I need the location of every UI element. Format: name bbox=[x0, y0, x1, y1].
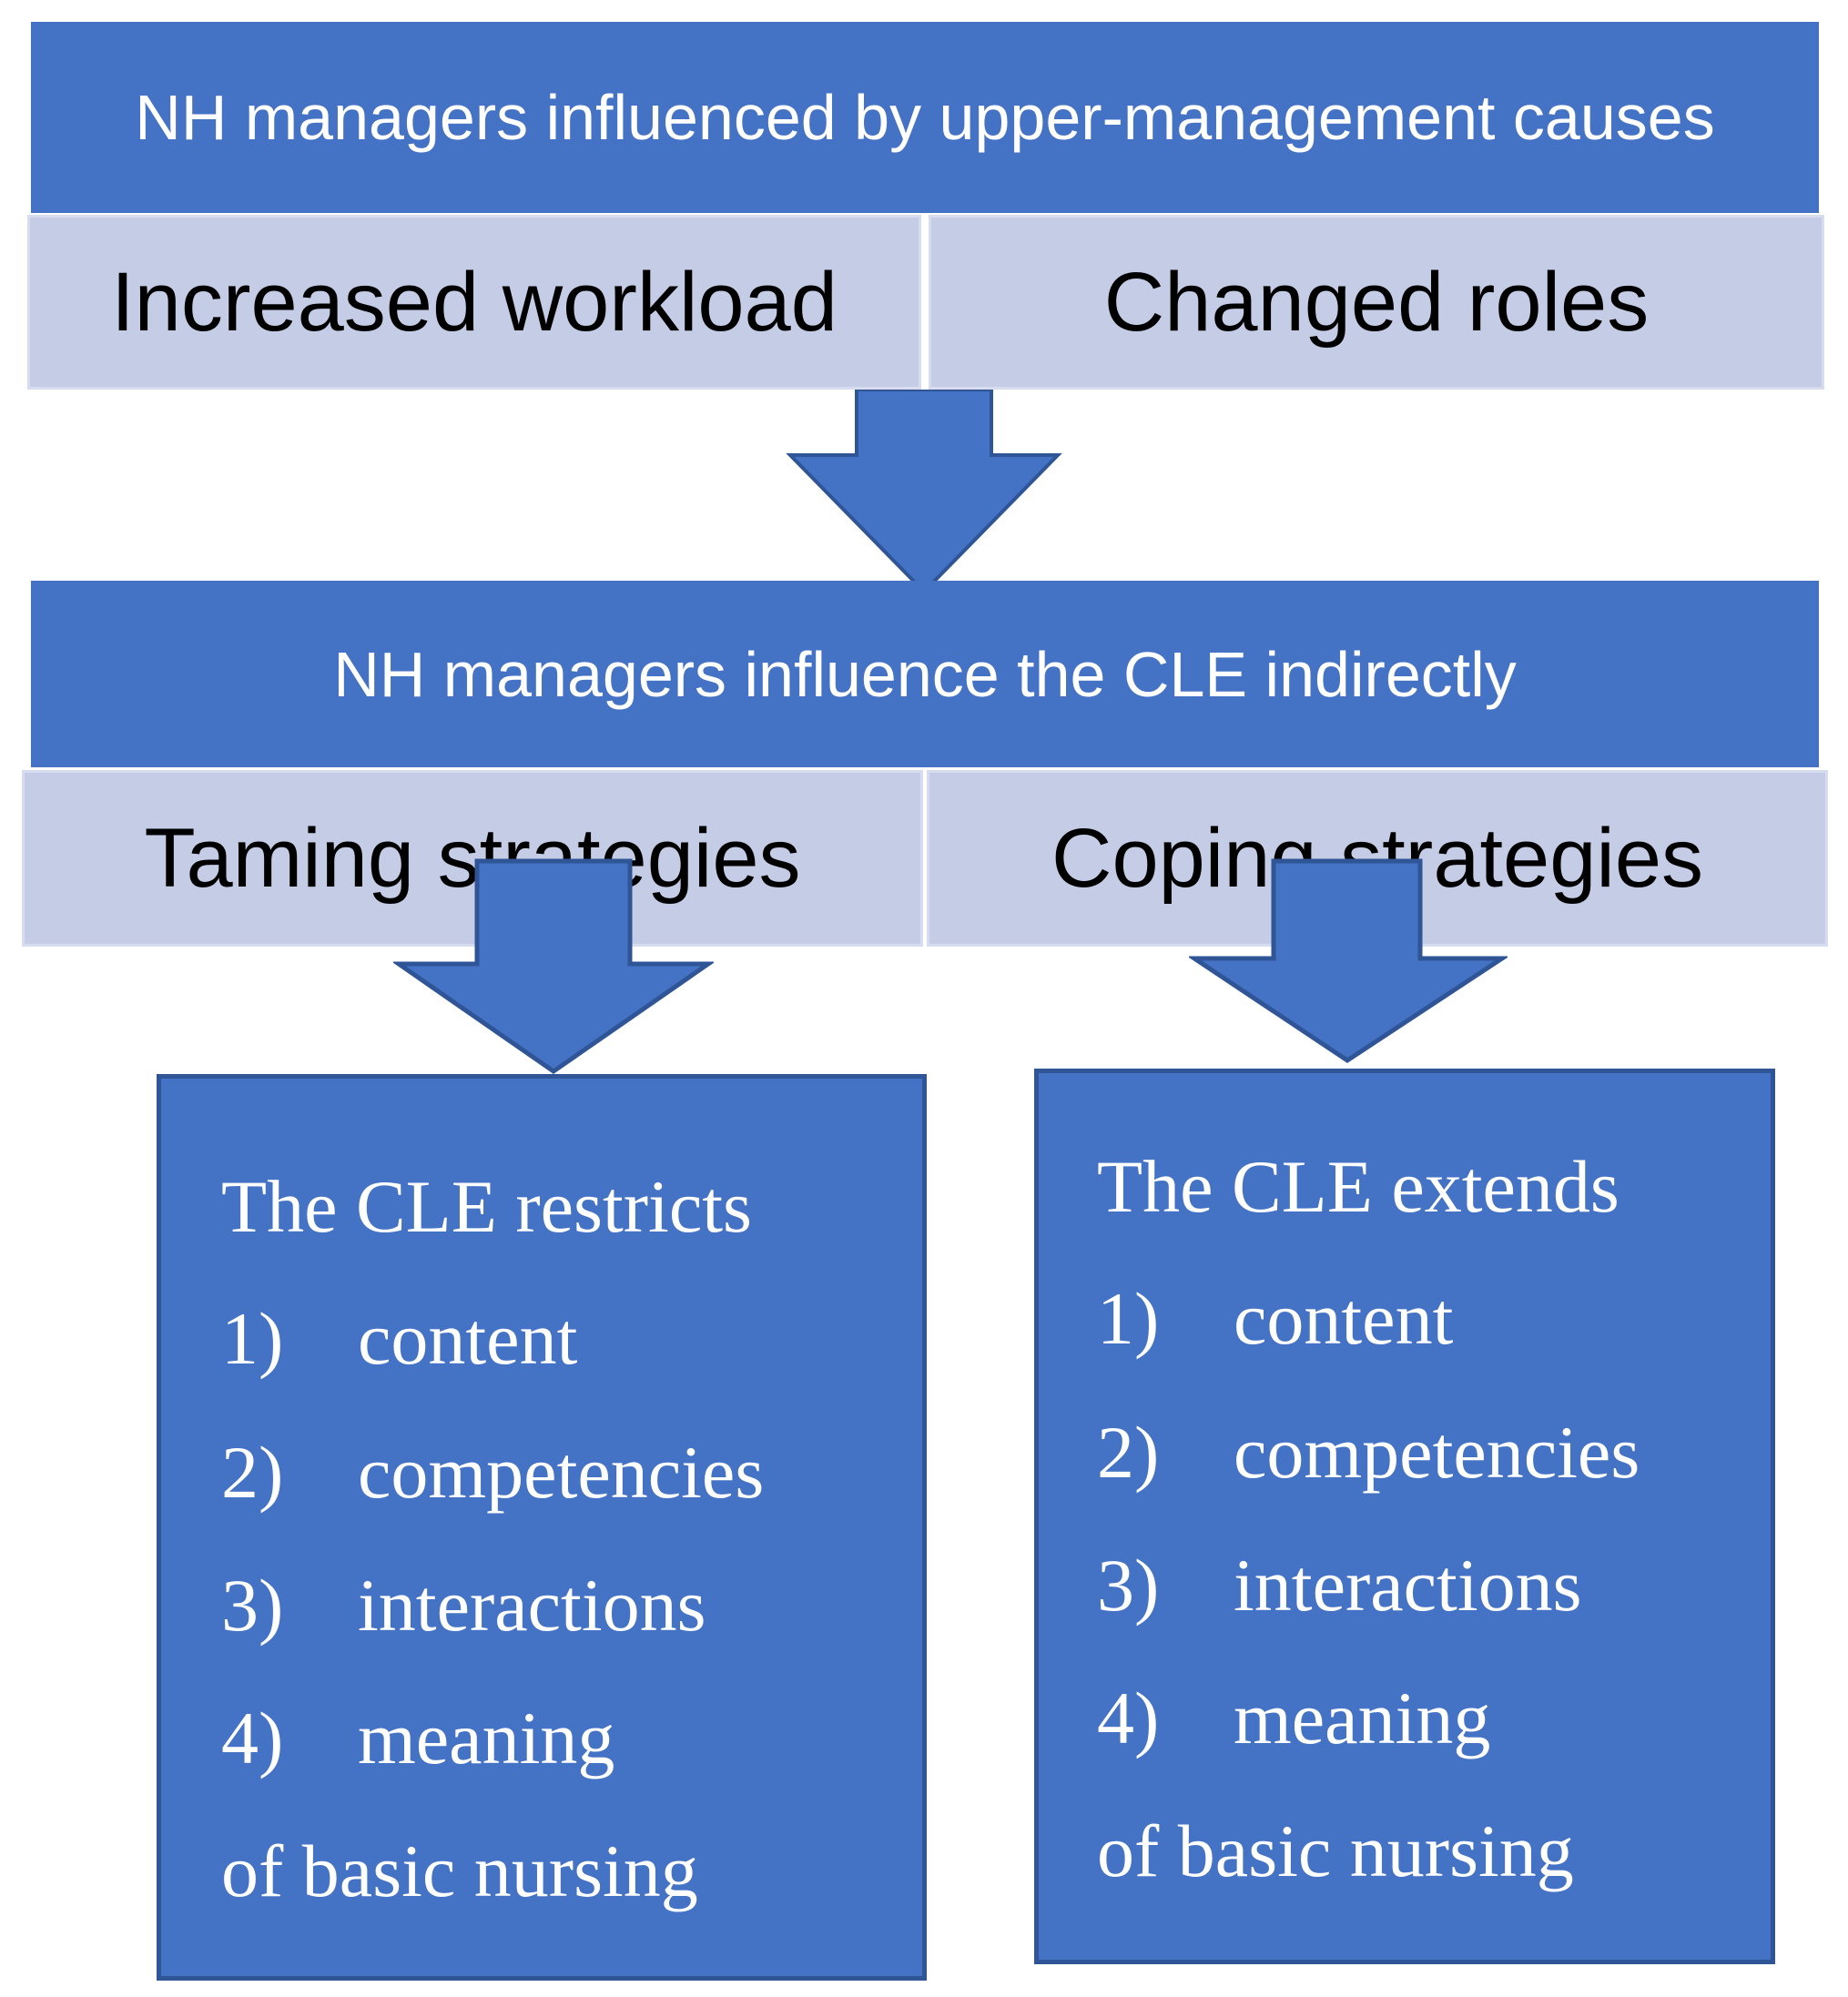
left-result-heading: The CLE restricts bbox=[221, 1165, 752, 1248]
item-text: interactions bbox=[358, 1564, 706, 1647]
left-result-box: The CLE restricts 1) content 2) competen… bbox=[157, 1074, 927, 1981]
item-number: 1) bbox=[221, 1297, 284, 1380]
right-result-footer: of basic nursing bbox=[1097, 1809, 1574, 1892]
item-number: 1) bbox=[1097, 1277, 1160, 1360]
middle-header: NH managers influence the CLE indirectly bbox=[31, 581, 1819, 767]
right-result-box: The CLE extends 1) content 2) competenci… bbox=[1034, 1069, 1775, 1964]
item-number: 3) bbox=[1097, 1544, 1160, 1627]
item-number: 4) bbox=[1097, 1677, 1160, 1759]
top-left-box: Increased workload bbox=[27, 215, 921, 390]
top-header-text: NH managers influenced by upper-manageme… bbox=[135, 82, 1715, 153]
item-text: meaning bbox=[1234, 1677, 1491, 1759]
arrow-down-right bbox=[1189, 858, 1508, 1063]
top-header: NH managers influenced by upper-manageme… bbox=[31, 22, 1819, 213]
top-right-box: Changed roles bbox=[929, 215, 1824, 390]
left-result-footer: of basic nursing bbox=[221, 1830, 698, 1912]
item-text: content bbox=[1234, 1277, 1454, 1360]
arrow-down-left bbox=[393, 858, 714, 1075]
item-number: 3) bbox=[221, 1564, 284, 1647]
arrow-down-main bbox=[786, 390, 1062, 594]
top-left-label: Increased workload bbox=[111, 255, 838, 349]
right-result-heading: The CLE extends bbox=[1097, 1145, 1620, 1228]
middle-left-label: Taming strategies bbox=[144, 811, 801, 905]
item-number: 2) bbox=[1097, 1411, 1160, 1494]
middle-left-box: Taming strategies bbox=[22, 770, 923, 947]
item-text: interactions bbox=[1234, 1544, 1582, 1627]
item-number: 2) bbox=[221, 1431, 284, 1514]
item-text: content bbox=[358, 1297, 578, 1380]
middle-header-text: NH managers influence the CLE indirectly bbox=[333, 638, 1517, 710]
item-number: 4) bbox=[221, 1697, 284, 1779]
item-text: competencies bbox=[1234, 1411, 1640, 1494]
item-text: competencies bbox=[358, 1431, 765, 1514]
top-right-label: Changed roles bbox=[1103, 255, 1650, 349]
item-text: meaning bbox=[358, 1697, 615, 1779]
